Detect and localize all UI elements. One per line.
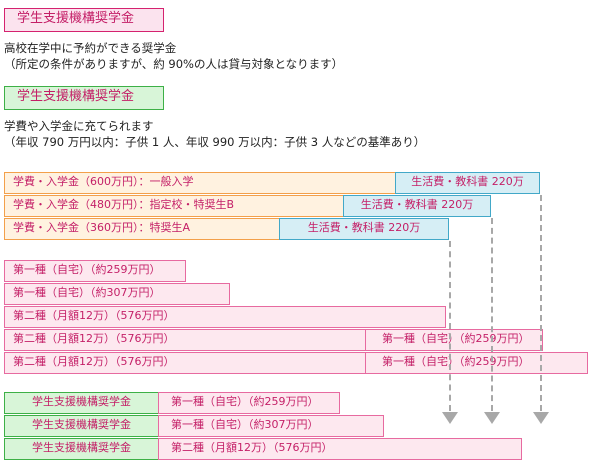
living-cost-bar-designated: 生活費・教科書 220万 [343,195,491,217]
living-cost-bar-general: 生活費・教科書 220万 [395,172,540,194]
loan-bar-type2-576-combo-b: 第二種（月額12万）（576万円） [4,352,366,374]
jasso-loan-bar-2: 第一種（自宅）（約307万円） [158,415,384,437]
arrow-head-general [533,412,549,424]
tuition-bar-special-a: 学費・入学金（360万円）：特奨生A [4,218,280,240]
jasso-label-2: 学生支援機構奨学金 [4,415,159,437]
loan-bar-type1-home-259: 第一種（自宅）（約259万円） [4,260,186,282]
loan-bar-type2-576-combo-a: 第二種（月額12万）（576万円） [4,329,366,351]
loan-bar-type1-259-combo-b: 第一種（自宅）（約259万円） [365,352,588,374]
loan-bar-type1-259-combo-a: 第一種（自宅）（約259万円） [365,329,543,351]
arrow-line-special-a [449,241,451,411]
intro-text-1: 高校在学中に予約ができる奨学金 （所定の条件がありますが、約 90%の人は貸与対… [4,40,343,72]
arrow-line-general [540,195,542,411]
loan-bar-type2-576: 第二種（月額12万）（576万円） [4,306,446,328]
loan-bar-type1-home-307: 第一種（自宅）（約307万円） [4,283,230,305]
living-cost-bar-special-a: 生活費・教科書 220万 [279,218,449,240]
arrow-line-designated [491,218,493,411]
header-jasso-scholarship: 学生支援機構奨学金 [4,86,164,110]
jasso-loan-bar-3: 第二種（月額12万）（576万円） [158,438,522,460]
tuition-bar-general: 学費・入学金（600万円）：一般入学 [4,172,396,194]
jasso-loan-bar-1: 第一種（自宅）（約259万円） [158,392,340,414]
tuition-bar-designated: 学費・入学金（480万円）：指定校・特奨生B [4,195,344,217]
intro-2-line-2: （年収 790 万円以内：子供 1 人、年収 990 万以内：子供 3 人などの… [4,135,426,149]
intro-2-line-1: 学費や入学金に充てられます [4,119,154,133]
jasso-label-1: 学生支援機構奨学金 [4,392,159,414]
header-reservation-scholarship: 学生支援機構奨学金 [4,8,164,32]
intro-1-line-1: 高校在学中に予約ができる奨学金 [4,41,177,55]
intro-1-line-2: （所定の条件がありますが、約 90%の人は貸与対象となります） [4,57,344,71]
jasso-label-3: 学生支援機構奨学金 [4,438,159,460]
arrow-head-special-a [442,412,458,424]
arrow-head-designated [484,412,500,424]
intro-text-2: 学費や入学金に充てられます （年収 790 万円以内：子供 1 人、年収 990… [4,118,425,150]
